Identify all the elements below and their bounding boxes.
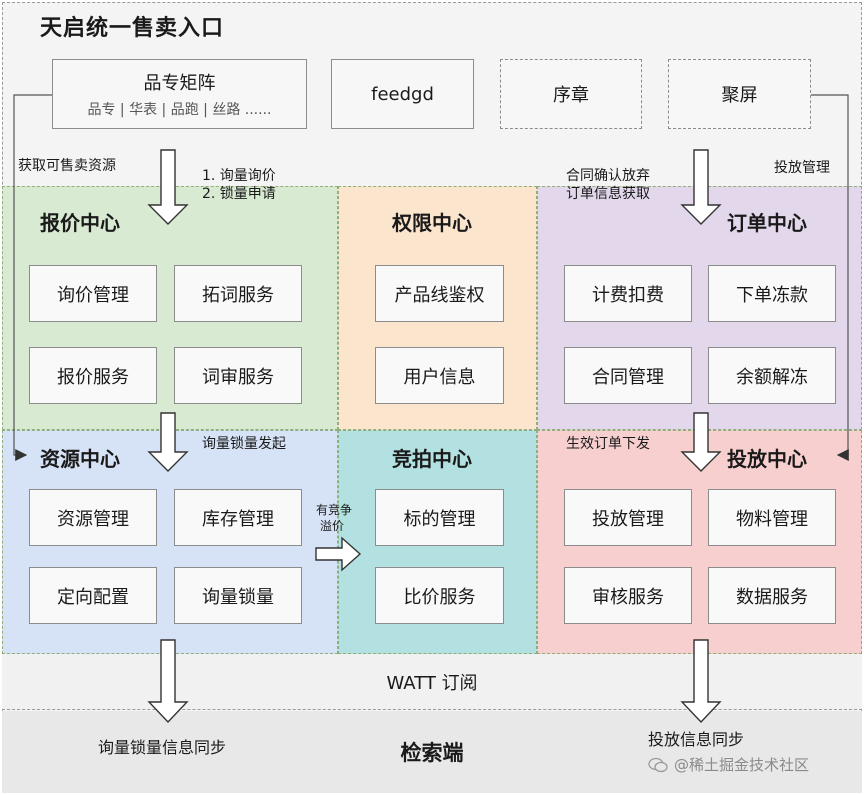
arrow-entry-to-order <box>680 149 722 225</box>
note-has-competition-line2: 溢价 <box>320 519 345 533</box>
entry-jiuping-label: 聚屏 <box>721 85 758 106</box>
wechat-icon <box>648 757 668 773</box>
svc-price-comparison[interactable]: 比价服务 <box>375 567 504 624</box>
permission-center-title: 权限中心 <box>392 211 472 235</box>
note-order-effective: 生效订单下发 <box>566 436 650 452</box>
arrow-entry-to-quote <box>147 149 189 225</box>
svc-user-info[interactable]: 用户信息 <box>375 347 504 404</box>
svc-product-line-auth[interactable]: 产品线鉴权 <box>375 265 504 322</box>
arrow-delivery-to-search <box>680 639 722 724</box>
note-inquiry-lock: 询量锁量发起 <box>202 436 286 452</box>
entry-matrix[interactable]: 品专矩阵 品专 | 华表 | 品跑 | 丝路 ...... <box>52 59 307 129</box>
note-get-resources: 获取可售卖资源 <box>18 158 116 174</box>
note-inquiry-step1: 1. 询量询价 <box>202 168 276 184</box>
arrow-quote-to-resource <box>147 412 189 472</box>
svc-order-freeze[interactable]: 下单冻款 <box>708 265 836 322</box>
note-contract-confirm: 合同确认放弃 <box>566 168 650 184</box>
svc-billing-deduction[interactable]: 计费扣费 <box>564 265 692 322</box>
svc-keyword-review[interactable]: 词审服务 <box>174 347 302 404</box>
entry-jiuping[interactable]: 聚屏 <box>668 59 811 129</box>
svc-target-management[interactable]: 标的管理 <box>375 489 504 546</box>
watermark: @稀土掘金技术社区 <box>648 756 809 774</box>
watt-subscription-band: WATT 订阅 <box>2 654 862 710</box>
svc-targeting-config[interactable]: 定向配置 <box>29 567 157 624</box>
svc-resource-management[interactable]: 资源管理 <box>29 489 157 546</box>
note-has-competition-line1: 有竞争 <box>316 503 353 517</box>
svc-balance-unfreeze[interactable]: 余额解冻 <box>708 347 836 404</box>
resource-center-title: 资源中心 <box>40 447 120 471</box>
arrow-resource-to-bidding <box>315 536 362 572</box>
bidding-center-title: 竞拍中心 <box>392 447 472 471</box>
order-center-title: 订单中心 <box>727 211 807 235</box>
note-inquiry-step2: 2. 锁量申请 <box>202 186 276 202</box>
svc-keyword-expansion[interactable]: 拓词服务 <box>174 265 302 322</box>
entry-matrix-label: 品专矩阵 <box>143 73 216 94</box>
quote-center-title: 报价中心 <box>40 211 120 235</box>
svc-review-service[interactable]: 审核服务 <box>564 567 692 624</box>
entry-xuzhang[interactable]: 序章 <box>500 59 642 129</box>
note-delivery-management: 投放管理 <box>774 160 830 176</box>
svc-inquiry-lock[interactable]: 询量锁量 <box>174 567 302 624</box>
watt-label: WATT 订阅 <box>386 672 478 694</box>
svc-contract-management[interactable]: 合同管理 <box>564 347 692 404</box>
search-end-band: 检索端 <box>2 711 862 793</box>
entry-feedgd-label: feedgd <box>371 83 434 105</box>
svc-inquiry-management[interactable]: 询价管理 <box>29 265 157 322</box>
connector-delivery-management <box>811 94 849 461</box>
delivery-center-title: 投放中心 <box>727 447 807 471</box>
note-sync-inquiry: 询量锁量信息同步 <box>98 738 227 757</box>
note-sync-delivery: 投放信息同步 <box>648 730 745 749</box>
note-order-info: 订单信息获取 <box>566 186 650 202</box>
connector-get-resources <box>13 94 52 461</box>
svc-delivery-management[interactable]: 投放管理 <box>564 489 692 546</box>
svc-inventory-management[interactable]: 库存管理 <box>174 489 302 546</box>
svc-data-service[interactable]: 数据服务 <box>708 567 836 624</box>
page-title: 天启统一售卖入口 <box>40 16 225 41</box>
search-end-label: 检索端 <box>400 741 464 765</box>
note-has-competition: 有竞争 溢价 <box>316 502 352 534</box>
entry-feedgd[interactable]: feedgd <box>331 59 474 129</box>
entry-xuzhang-label: 序章 <box>553 85 589 106</box>
arrow-resource-to-search <box>147 639 189 724</box>
svc-material-management[interactable]: 物料管理 <box>708 489 836 546</box>
svc-quote-service[interactable]: 报价服务 <box>29 347 157 404</box>
watermark-text: @稀土掘金技术社区 <box>674 756 810 774</box>
entry-matrix-sub: 品专 | 华表 | 品跑 | 丝路 ...... <box>87 102 272 118</box>
arrow-order-to-delivery <box>680 412 722 472</box>
